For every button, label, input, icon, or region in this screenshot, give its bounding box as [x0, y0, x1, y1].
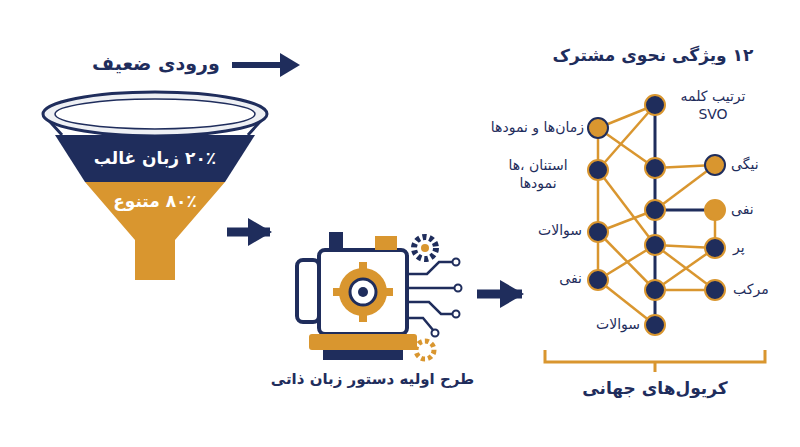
- feature-network: [588, 95, 725, 335]
- feature-label: ترتیب کلمه SVO: [670, 88, 756, 123]
- funnel-rim: [43, 92, 267, 136]
- feature-label: استنان ،ها نمودها: [492, 157, 584, 192]
- funnel-band: ۸۰٪ متنوع: [85, 182, 225, 282]
- feature-label: نفی: [731, 201, 754, 219]
- icon-space: [270, 222, 475, 370]
- band-fill: [85, 182, 225, 280]
- feature-label: سوالات: [596, 316, 640, 334]
- feature-label: نفی: [559, 270, 582, 288]
- bracket: [545, 350, 765, 372]
- group-label: کریول‌های جهانی: [582, 378, 727, 399]
- feature-label: زمان‌ها و نمودها: [491, 119, 584, 137]
- node-text: طرح اولیه دستور زبان ذاتی: [270, 370, 475, 390]
- machine-icon: [297, 232, 462, 360]
- feature-label: مرکب: [733, 281, 769, 299]
- flow-arrow: [477, 290, 522, 299]
- node-text: ۱۲ ویژگی نحوی مشترک: [522, 44, 784, 66]
- feature-label: پر: [733, 239, 745, 257]
- band-fill: [55, 135, 255, 182]
- flow-arrow: [227, 228, 270, 237]
- feature-label: سوالات: [538, 222, 582, 240]
- node-text: ۲۰٪ زبان غالب: [55, 147, 255, 169]
- funnel-inner-rim: [55, 99, 255, 129]
- input-label: ورودی ضعیف: [92, 52, 220, 76]
- input-arrowhead: [280, 53, 300, 77]
- machine-node: طرح اولیه دستور زبان ذاتی: [270, 222, 475, 390]
- feature-label: نیگی: [731, 156, 759, 174]
- input-arrow: [232, 62, 282, 68]
- funnel-band: ۲۰٪ زبان غالب: [55, 135, 255, 182]
- node-text: ۸۰٪ متنوع: [85, 190, 225, 212]
